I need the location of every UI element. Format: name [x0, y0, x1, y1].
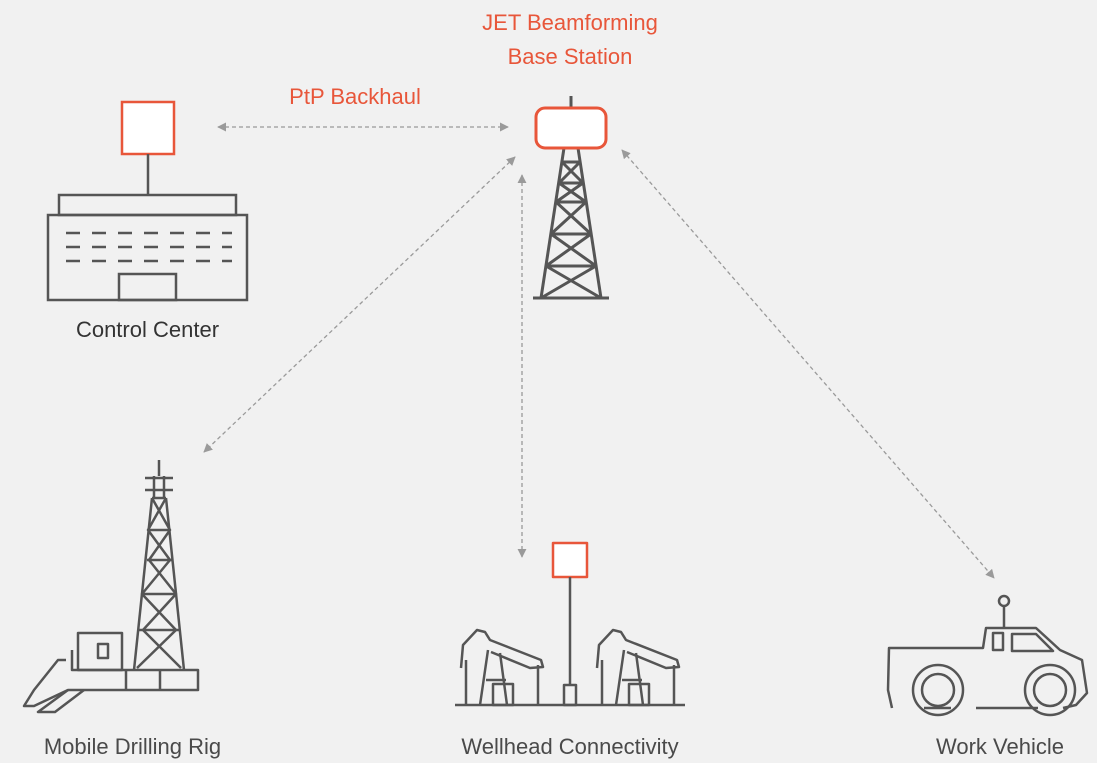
- link-vehicle: [621, 149, 995, 579]
- control-center-building-icon: [46, 100, 249, 302]
- base-station-tower-icon: [533, 96, 609, 300]
- drilling-rig-icon: [22, 460, 200, 714]
- backhaul-label: PtP Backhaul: [289, 84, 421, 109]
- drilling-rig-label: Mobile Drilling Rig: [43, 734, 222, 759]
- vehicle-label: Work Vehicle: [936, 734, 1064, 759]
- wellhead-label: Wellhead Connectivity: [461, 734, 679, 759]
- base-station-title-line1: JET Beamforming: [482, 10, 658, 35]
- wellhead-pumpjack-icon: [455, 541, 685, 707]
- work-vehicle-truck-icon: [886, 594, 1089, 717]
- link-drilling-rig: [203, 156, 516, 453]
- control-center-label: Control Center: [75, 317, 220, 342]
- base-station-title-line2: Base Station: [507, 44, 633, 69]
- links: [203, 122, 995, 579]
- base-station-title: JET Beamforming Base Station: [425, 6, 715, 74]
